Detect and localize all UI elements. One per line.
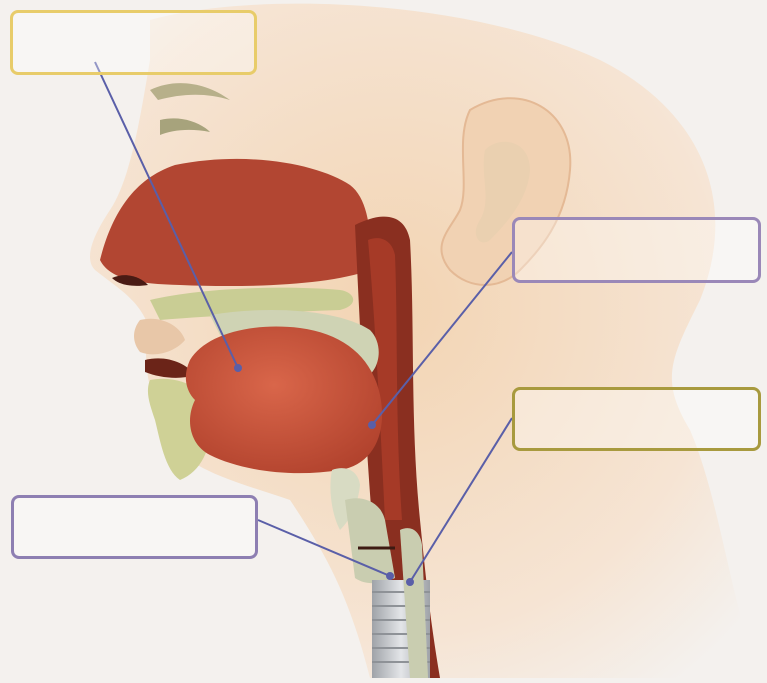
pointer-dot-trachea [387, 573, 393, 579]
pointer-dot-esophagus [407, 579, 413, 585]
label-box-trachea[interactable] [11, 495, 258, 559]
pointer-dot-tongue [235, 365, 241, 371]
label-box-esophagus[interactable] [512, 387, 761, 451]
label-box-pharynx[interactable] [512, 217, 761, 283]
pointer-dot-pharynx [369, 422, 375, 428]
label-box-tongue[interactable] [10, 10, 257, 75]
